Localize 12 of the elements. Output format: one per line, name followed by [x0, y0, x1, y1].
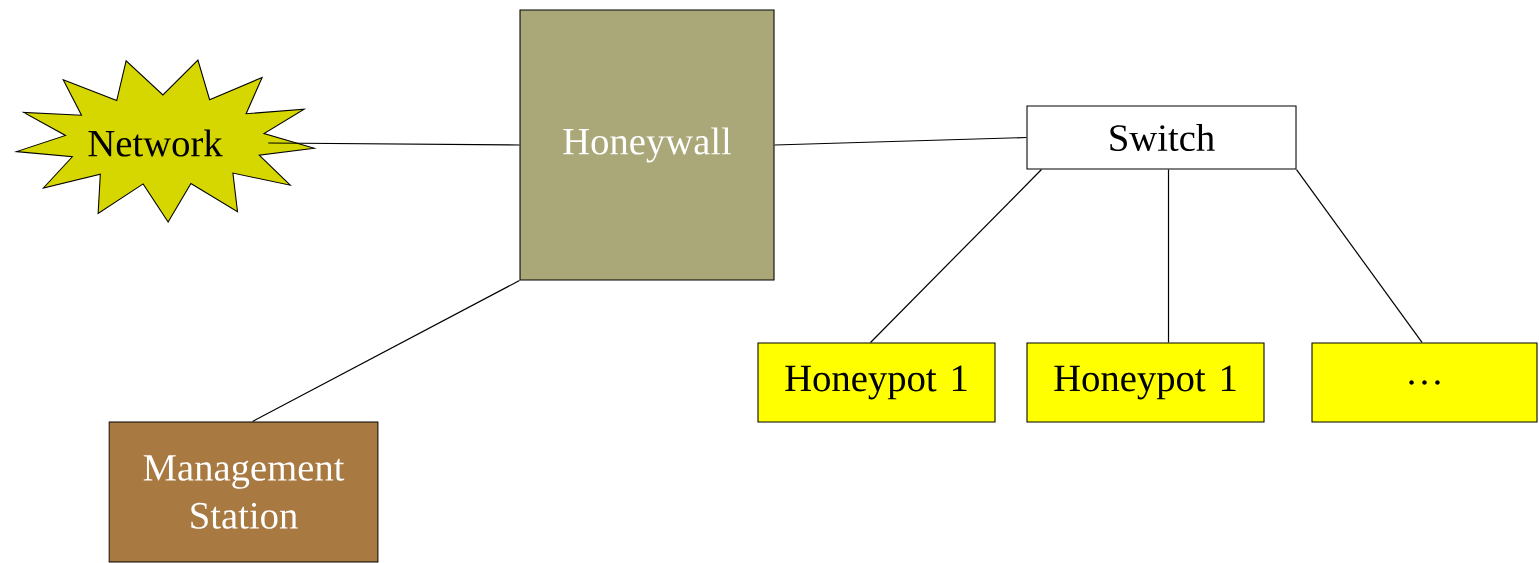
connection-line [267, 142, 521, 146]
connection-line [251, 279, 521, 423]
device-box: Management Station [108, 421, 379, 563]
device-box: Honeypot 1 [757, 342, 996, 423]
device-box: Honeypot 1 [1026, 342, 1265, 423]
connection-line [773, 136, 1028, 146]
connection-line [1167, 168, 1170, 344]
device-box: Switch [1026, 105, 1297, 170]
device-box: … [1311, 342, 1538, 423]
connection-line [1295, 168, 1423, 344]
connection-line [869, 168, 1043, 344]
device-box: Honeywall [519, 9, 775, 281]
